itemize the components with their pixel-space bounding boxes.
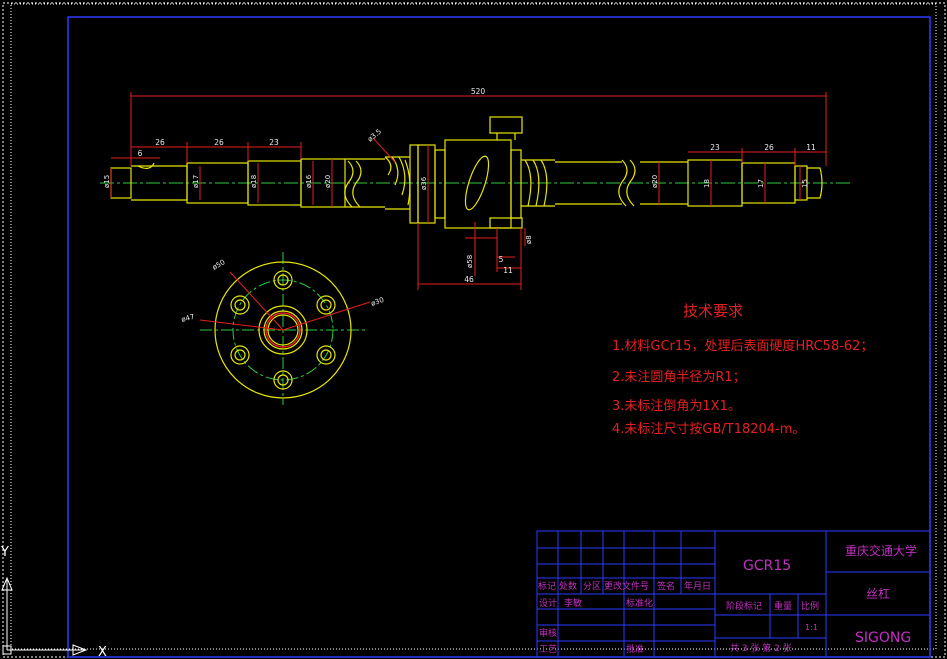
drawing-frame [67,16,931,658]
dim-dia-left-3: ø18 [250,175,258,188]
tb-scale-value: 1:1 [805,623,818,632]
tb-label-design: 设计 [539,597,557,609]
tb-label-weight: 重量 [774,600,792,612]
tb-label-review: 审核 [539,627,557,639]
dim-right-seg-3: 11 [806,143,816,152]
title-block: 标记 处数 分区 更改文件号 签名 年月日 设计 李敏 标准化 审核 工艺 批准… [536,530,931,658]
tech-requirement-3: 3.未标注倒角为1X1。 [612,399,741,414]
dim-overall: 520 [471,87,486,96]
dim-right-seg-2: 26 [764,143,774,152]
dim-dia-left-end: ø15 [103,175,111,188]
dim-left-seg-1: 26 [155,138,165,147]
dim-dia-mid-right: ø20 [651,175,659,188]
dim-left-small: 6 [138,149,143,158]
tb-label-standardize: 标准化 [626,597,653,609]
tech-requirement-2: 2.未注圆角半径为R1； [612,370,746,385]
tech-requirement-1: 1.材料GCr15，处理后表面硬度HRC58-62； [612,338,873,354]
dim-circle-50: ø50 [211,258,226,272]
tb-label-change-doc: 更改文件号 [604,580,649,592]
tb-designer: 李敏 [564,597,582,609]
dim-thread-callout: ø3.5 [366,127,383,143]
tb-label-approve: 批准 [626,643,644,655]
dim-flange-width: 46 [464,275,474,284]
tb-label-mark: 标记 [538,580,556,592]
tb-label-count: 处数 [559,580,577,592]
dim-flange-dia: ø58 [466,255,474,268]
tech-requirements-title: 技术要求 [683,302,743,320]
dim-flange-sub-2: 11 [503,266,513,275]
ball-screw-front-view: 520 26 26 23 6 23 26 11 46 5 11 ø15 ø17 … [100,87,852,290]
flange-end-view: ø50 ø47 ø30 [180,252,385,405]
tb-label-process: 工艺 [539,644,557,655]
tb-code: SIGONG [855,630,911,646]
dim-flange-sub-1: 5 [499,255,504,264]
tb-label-signature: 签名 [657,580,675,592]
dim-dia-right-2: 18 [703,179,711,188]
tb-label-stage-mark: 阶段标记 [726,600,762,612]
dim-right-seg-1: 23 [710,143,720,152]
dim-circle-30: ø30 [370,296,385,308]
dim-dia-nut: ø36 [420,176,428,190]
ucs-y-label: Y [0,545,9,560]
dim-flange-small-dia: ø8 [525,235,533,244]
tb-label-zone: 分区 [583,581,601,592]
tech-requirement-4: 4.未标注尺寸按GB/T18204-m。 [612,422,805,437]
dim-dia-left-4: ø16 [305,174,313,188]
tb-label-scale: 比例 [801,600,819,612]
dim-dia-right-4: 15 [801,179,809,188]
dim-left-seg-2: 26 [214,138,224,147]
ucs-x-label: X [98,645,107,659]
dim-dia-left-2: ø17 [192,175,200,188]
dim-dia-right-3: 17 [757,179,765,188]
tb-sheets: 共 3 张 第 2 张 [730,642,792,654]
tb-label-date: 年月日 [684,580,711,592]
ucs-icon [1,576,88,656]
tb-material: GCR15 [743,558,791,574]
tb-school: 重庆交通大学 [845,543,917,558]
dim-dia-left-5: ø20 [324,175,332,188]
dim-circle-47: ø47 [180,313,195,324]
dim-left-seg-3: 23 [269,138,279,147]
tb-part-name: 丝杠 [866,586,890,601]
technical-requirements: 技术要求 1.材料GCr15，处理后表面硬度HRC58-62； 2.未注圆角半径… [612,302,873,437]
